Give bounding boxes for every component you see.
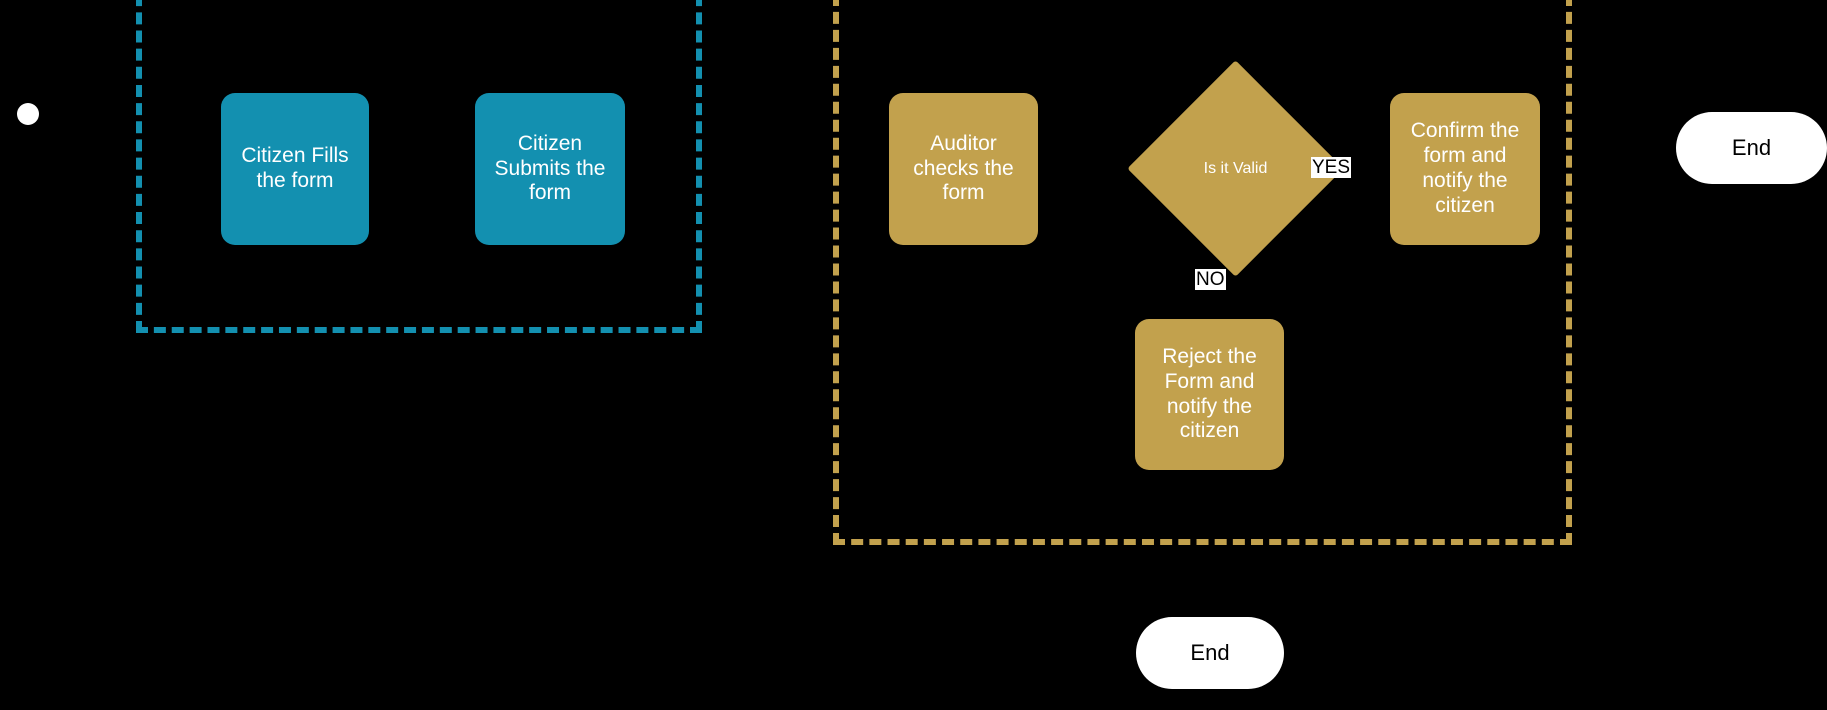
node-citizen-fills-the-form[interactable]: Citizen Fills the form (221, 93, 369, 245)
swimlane-auditor (833, 0, 1572, 545)
edge-label-no: NO (1195, 269, 1226, 290)
node-reject-form-and-notify-citizen[interactable]: Reject the Form and notify the citizen (1135, 319, 1284, 470)
node-confirm-form-and-notify-citizen[interactable]: Confirm the form and notify the citizen (1390, 93, 1540, 245)
node-auditor-checks-the-form[interactable]: Auditor checks the form (889, 93, 1038, 245)
node-citizen-submits-the-form[interactable]: Citizen Submits the form (475, 93, 625, 245)
edge-label-yes: YES (1311, 157, 1352, 178)
end-node-right[interactable]: End (1676, 112, 1827, 184)
end-node-bottom[interactable]: End (1136, 617, 1284, 689)
start-node[interactable] (17, 103, 39, 125)
swimlane-citizen (136, 0, 702, 333)
decision-label: Is it Valid (1203, 159, 1268, 177)
decision-is-it-valid[interactable]: Is it Valid (1127, 60, 1344, 277)
